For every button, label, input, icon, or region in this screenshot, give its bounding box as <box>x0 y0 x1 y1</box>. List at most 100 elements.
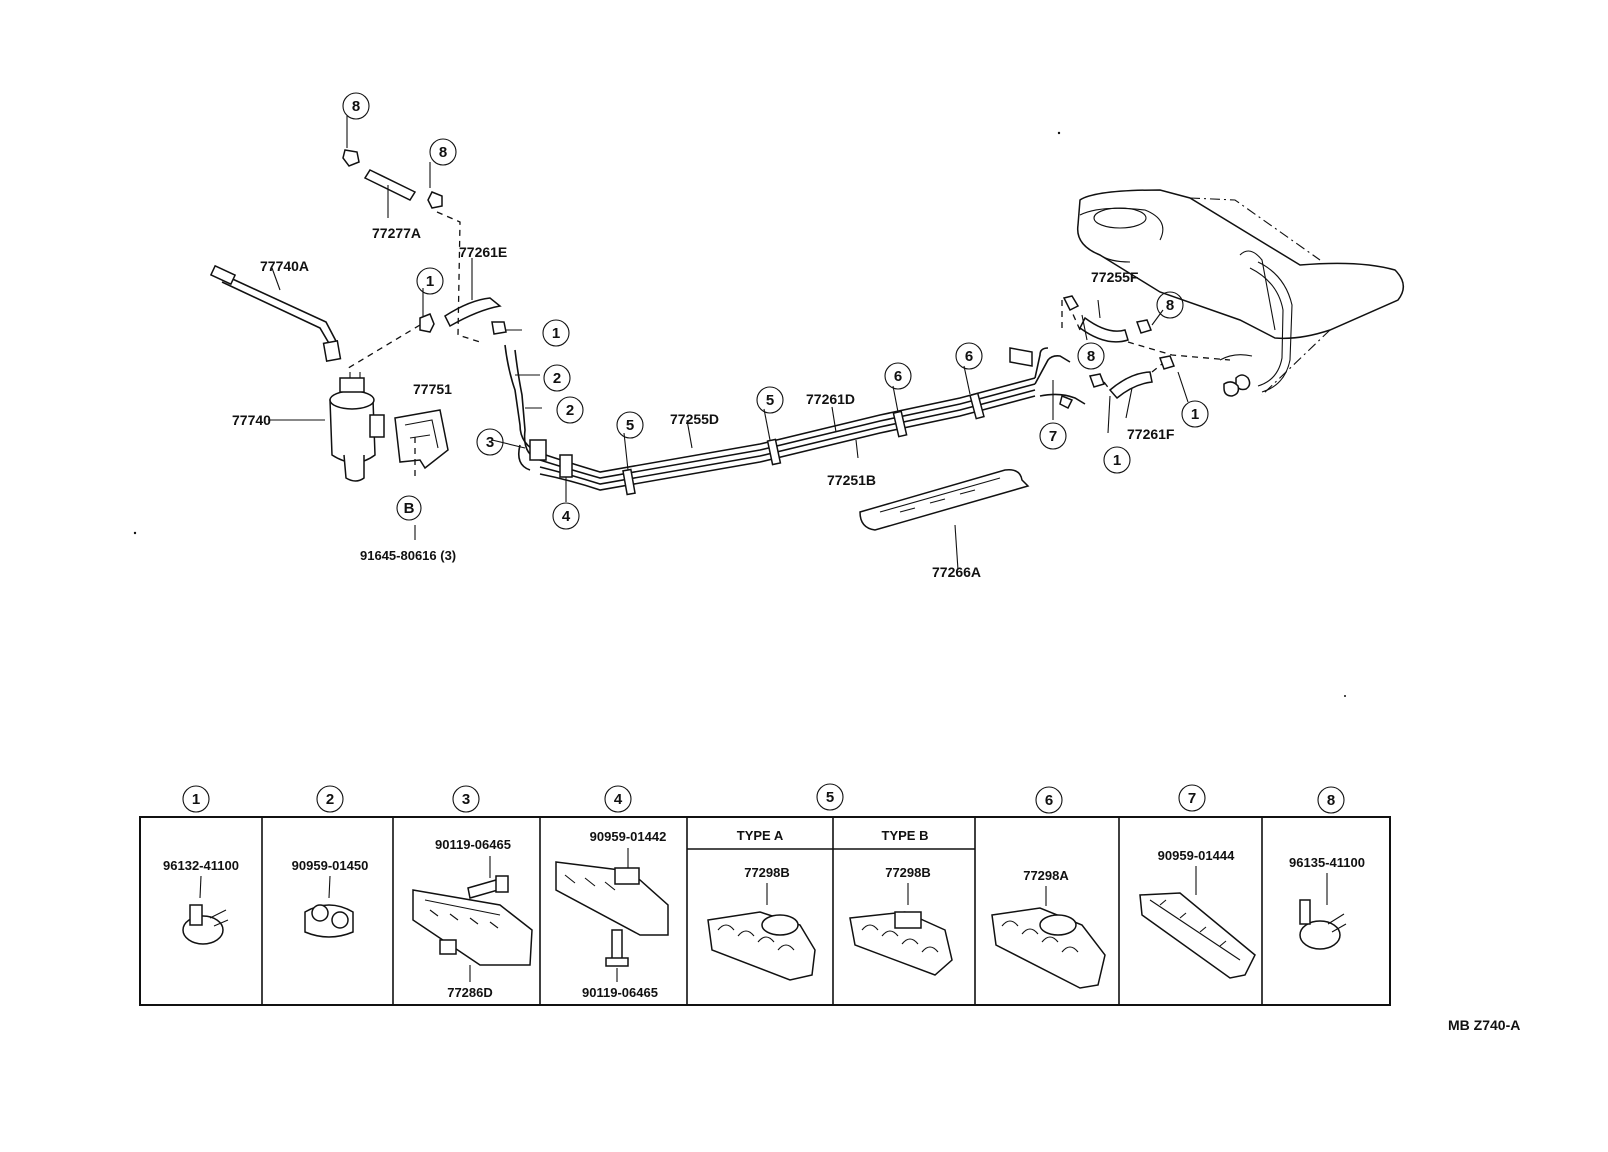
legend-header-2: 2 <box>316 785 344 813</box>
label-77255f: 77255F <box>1091 269 1139 285</box>
svg-text:6: 6 <box>965 348 973 365</box>
clip-icon <box>182 904 229 945</box>
line-clamp-a-icon <box>707 911 816 981</box>
clips <box>419 295 1240 410</box>
callout-8c: 8 <box>1077 342 1105 370</box>
svg-text:1: 1 <box>1191 406 1199 423</box>
svg-text:8: 8 <box>1166 297 1174 314</box>
legend-part-90119-top: 90119-06465 <box>435 837 511 852</box>
hose-77255f <box>1079 316 1129 343</box>
legend-part-77298b-b: 77298B <box>885 865 931 880</box>
callout-2b: 2 <box>556 396 584 424</box>
clamp-icon <box>304 904 354 938</box>
callout-8b: 8 <box>429 138 457 166</box>
legend-part-77298b-a: 77298B <box>744 865 790 880</box>
svg-text:4: 4 <box>614 791 623 808</box>
line-clamp-b-icon <box>849 911 953 976</box>
grommet-strip-icon <box>1139 892 1256 979</box>
legend-part-96132: 96132-41100 <box>163 858 239 873</box>
label-77261e: 77261E <box>459 244 507 260</box>
callout-b: B <box>396 495 422 521</box>
figure-code: MB Z740-A <box>1448 1017 1520 1033</box>
label-77255d: 77255D <box>670 411 719 427</box>
svg-text:8: 8 <box>439 144 447 161</box>
fuel-line-bundle <box>504 344 1086 496</box>
legend-part-77286d: 77286D <box>447 985 493 1000</box>
bolt-icon-2 <box>605 929 629 967</box>
legend-part-90959-01442: 90959-01442 <box>590 829 667 844</box>
protector-77266a <box>859 468 1030 531</box>
svg-text:B: B <box>404 500 415 517</box>
svg-text:5: 5 <box>626 417 634 434</box>
vent-tube <box>209 264 342 362</box>
clip-icon-2 <box>1299 899 1347 950</box>
legend-part-96135: 96135-41100 <box>1289 855 1365 870</box>
charcoal-canister <box>329 372 385 482</box>
callout-1c: 1 <box>1103 446 1131 474</box>
svg-text:1: 1 <box>1113 452 1121 469</box>
callout-4: 4 <box>552 502 580 530</box>
label-91645: 91645-80616 (3) <box>360 548 456 563</box>
svg-text:2: 2 <box>566 402 574 419</box>
callout-3: 3 <box>476 428 504 456</box>
legend-type-b: TYPE B <box>882 828 929 843</box>
label-77261d: 77261D <box>806 391 855 407</box>
label-77261f: 77261F <box>1127 426 1175 442</box>
clamp-block-icon <box>412 889 533 966</box>
svg-text:6: 6 <box>1045 792 1053 809</box>
legend-part-77298a: 77298A <box>1023 868 1069 883</box>
bolt-icon <box>467 875 509 899</box>
callout-5a: 5 <box>616 411 644 439</box>
svg-text:8: 8 <box>1087 348 1095 365</box>
label-77740a: 77740A <box>260 258 309 274</box>
svg-text:1: 1 <box>192 791 200 808</box>
callout-8a: 8 <box>342 92 370 120</box>
svg-text:3: 3 <box>462 791 470 808</box>
svg-text:4: 4 <box>562 508 571 525</box>
bracket-icon <box>555 861 669 936</box>
legend-part-90119-bottom: 90119-06465 <box>582 985 658 1000</box>
label-77266a: 77266A <box>932 564 981 580</box>
bracket <box>394 409 449 470</box>
svg-text:8: 8 <box>1327 792 1335 809</box>
callout-7: 7 <box>1039 422 1067 450</box>
label-77251b: 77251B <box>827 472 876 488</box>
svg-text:1: 1 <box>426 273 434 290</box>
legend-header-4: 4 <box>604 785 632 813</box>
hose-77277a <box>342 149 443 209</box>
svg-text:7: 7 <box>1049 428 1057 445</box>
svg-text:5: 5 <box>766 392 774 409</box>
legend-header-7: 7 <box>1178 784 1206 812</box>
callout-1b: 1 <box>542 319 570 347</box>
legend-header-3: 3 <box>452 785 480 813</box>
label-77751: 77751 <box>413 381 452 397</box>
svg-text:2: 2 <box>326 791 334 808</box>
callout-6b: 6 <box>955 342 983 370</box>
hose-77261f <box>1108 371 1153 400</box>
label-77277a: 77277A <box>372 225 421 241</box>
callout-8d: 8 <box>1156 291 1184 319</box>
callout-1d: 1 <box>1181 400 1209 428</box>
callout-1a: 1 <box>416 267 444 295</box>
legend-part-90959-01450: 90959-01450 <box>292 858 369 873</box>
svg-text:5: 5 <box>826 789 834 806</box>
svg-text:1: 1 <box>552 325 560 342</box>
legend-header-6: 6 <box>1035 786 1063 814</box>
legend-part-90959-01444: 90959-01444 <box>1158 848 1235 863</box>
svg-text:6: 6 <box>894 368 902 385</box>
legend-type-a: TYPE A <box>737 828 784 843</box>
svg-text:2: 2 <box>553 370 561 387</box>
connection-lines <box>344 211 1231 480</box>
legend-header-5: 5 <box>816 783 844 811</box>
callout-2a: 2 <box>543 364 571 392</box>
leader-lines <box>268 116 1189 571</box>
svg-text:3: 3 <box>486 434 494 451</box>
callout-6a: 6 <box>884 362 912 390</box>
svg-text:8: 8 <box>352 98 360 115</box>
svg-text:7: 7 <box>1188 790 1196 807</box>
legend-header-1: 1 <box>182 785 210 813</box>
legend-header-8: 8 <box>1317 786 1345 814</box>
label-77740: 77740 <box>232 412 271 428</box>
line-clamp-c-icon <box>991 907 1106 989</box>
